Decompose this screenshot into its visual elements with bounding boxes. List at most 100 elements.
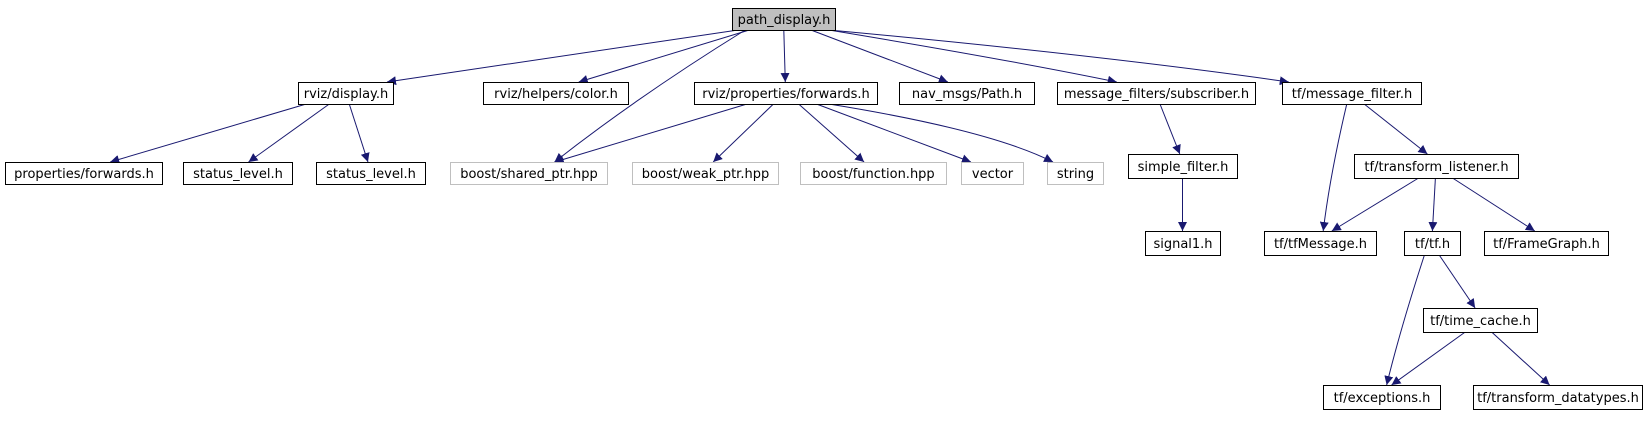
node-label: rviz/display.h <box>304 87 389 102</box>
edge-arrow <box>110 103 307 164</box>
node-layer: path_display.h rviz/display.h rviz/helpers… <box>5 8 1643 410</box>
edge-arrow <box>1363 103 1428 155</box>
node-box <box>450 162 608 185</box>
node-transform-listener[interactable]: tf/transform_listener.h <box>1354 154 1519 179</box>
edge-transform_listener-to-tfMessage <box>1331 177 1419 232</box>
node-tf[interactable]: tf/tf.h <box>1404 231 1461 256</box>
node-box <box>1282 82 1422 105</box>
node-box <box>632 162 779 185</box>
node-exceptions[interactable]: tf/exceptions.h <box>1323 385 1441 410</box>
node-weak-ptr[interactable]: boost/weak_ptr.hpp <box>632 162 779 185</box>
node-transform-datatypes[interactable]: tf/transform_datatypes.h <box>1473 385 1643 410</box>
edge-layer <box>110 29 1550 386</box>
edge-arrow <box>712 103 774 163</box>
node-label: boost/weak_ptr.hpp <box>642 167 769 182</box>
node-vector[interactable]: vector <box>961 162 1024 185</box>
node-tfMessage[interactable]: tf/tfMessage.h <box>1264 231 1377 256</box>
edge-arrow <box>828 103 1054 163</box>
node-label: tf/FrameGraph.h <box>1493 237 1600 252</box>
node-label: simple_filter.h <box>1138 160 1229 175</box>
edge-arrow <box>798 103 865 163</box>
node-label: status_level.h <box>326 167 416 182</box>
edge-path_display-to-subscriber <box>828 29 1117 85</box>
node-message-filter[interactable]: tf/message_filter.h <box>1282 82 1422 105</box>
edge-forwards-to-vector <box>816 103 972 164</box>
node-label: rviz/properties/forwards.h <box>702 87 870 102</box>
edge-time_cache-to-exceptions <box>1391 331 1466 386</box>
edge-subscriber-to-simple_filter <box>1159 103 1181 155</box>
edge-arrow <box>780 29 790 83</box>
edge-transform_listener-to-FrameGraph <box>1452 177 1536 232</box>
node-FrameGraph[interactable]: tf/FrameGraph.h <box>1484 231 1609 256</box>
node-path-display[interactable]: path_display.h <box>732 8 836 31</box>
node-display[interactable]: rviz/display.h <box>298 82 394 105</box>
node-label: tf/transform_listener.h <box>1364 160 1508 175</box>
node-label: properties/forwards.h <box>14 167 154 182</box>
node-box <box>961 162 1024 185</box>
node-string[interactable]: string <box>1047 162 1104 185</box>
node-label: tf/exceptions.h <box>1334 391 1431 406</box>
node-label: rviz/helpers/color.h <box>494 87 618 102</box>
edge-arrow <box>1319 103 1348 232</box>
edge-path_display-to-shared_ptr <box>554 29 746 163</box>
edge-arrow <box>554 29 746 163</box>
node-box <box>1145 231 1221 256</box>
node-label: boost/shared_ptr.hpp <box>460 167 598 182</box>
edge-forwards-to-string <box>828 103 1054 163</box>
edge-display-to-status_level_a <box>248 103 330 163</box>
node-box <box>899 82 1035 105</box>
node-box <box>1047 162 1104 185</box>
node-box <box>1404 231 1461 256</box>
edge-arrow <box>1452 177 1536 232</box>
node-box <box>1484 231 1609 256</box>
edge-arrow <box>1491 331 1550 386</box>
node-box <box>732 8 836 31</box>
edge-arrow <box>348 103 370 163</box>
node-simple-filter[interactable]: simple_filter.h <box>1128 154 1238 179</box>
edge-arrow <box>1428 177 1438 232</box>
node-label: boost/function.hpp <box>812 167 934 182</box>
node-path[interactable]: nav_msgs/Path.h <box>899 82 1035 105</box>
node-box <box>1473 385 1643 410</box>
node-status-level-a[interactable]: status_level.h <box>183 162 293 185</box>
node-box <box>800 162 947 185</box>
edge-arrow <box>554 103 748 164</box>
node-label: path_display.h <box>738 13 831 28</box>
edge-arrow <box>1438 254 1476 309</box>
node-label: message_filters/subscriber.h <box>1064 87 1249 102</box>
edge-arrow <box>816 103 972 164</box>
node-function[interactable]: boost/function.hpp <box>800 162 947 185</box>
edge-path_display-to-color <box>578 29 750 84</box>
node-label: nav_msgs/Path.h <box>912 87 1022 102</box>
node-subscriber[interactable]: message_filters/subscriber.h <box>1057 82 1256 105</box>
node-label: tf/transform_datatypes.h <box>1477 391 1639 406</box>
edge-transform_listener-to-tf <box>1428 177 1438 232</box>
edge-forwards-to-shared_ptr <box>554 103 748 164</box>
node-forwards[interactable]: rviz/properties/forwards.h <box>694 82 878 105</box>
node-label: signal1.h <box>1153 237 1212 252</box>
node-color[interactable]: rviz/helpers/color.h <box>483 82 629 105</box>
node-status-level-b[interactable]: status_level.h <box>316 162 426 185</box>
node-box <box>1354 154 1519 179</box>
node-box <box>483 82 629 105</box>
node-box <box>5 162 163 185</box>
node-box <box>1128 154 1238 179</box>
node-box <box>298 82 394 105</box>
node-props-forwards[interactable]: properties/forwards.h <box>5 162 163 185</box>
node-label: tf/tf.h <box>1415 237 1450 252</box>
node-signal1[interactable]: signal1.h <box>1145 231 1221 256</box>
node-shared-ptr[interactable]: boost/shared_ptr.hpp <box>450 162 608 185</box>
node-time-cache[interactable]: tf/time_cache.h <box>1423 308 1538 333</box>
node-label: tf/tfMessage.h <box>1274 237 1367 252</box>
node-box <box>1264 231 1377 256</box>
edge-display-to-status_level_b <box>348 103 370 163</box>
edge-arrow <box>828 29 1117 85</box>
node-box <box>183 162 293 185</box>
edge-arrow <box>810 29 949 84</box>
edge-arrow <box>1384 254 1425 386</box>
edge-arrow <box>386 29 739 86</box>
edge-tf-to-exceptions <box>1384 254 1425 386</box>
edge-message_filter-to-transform_listener <box>1363 103 1428 155</box>
edge-tf-to-time_cache <box>1438 254 1476 309</box>
node-box <box>1057 82 1256 105</box>
